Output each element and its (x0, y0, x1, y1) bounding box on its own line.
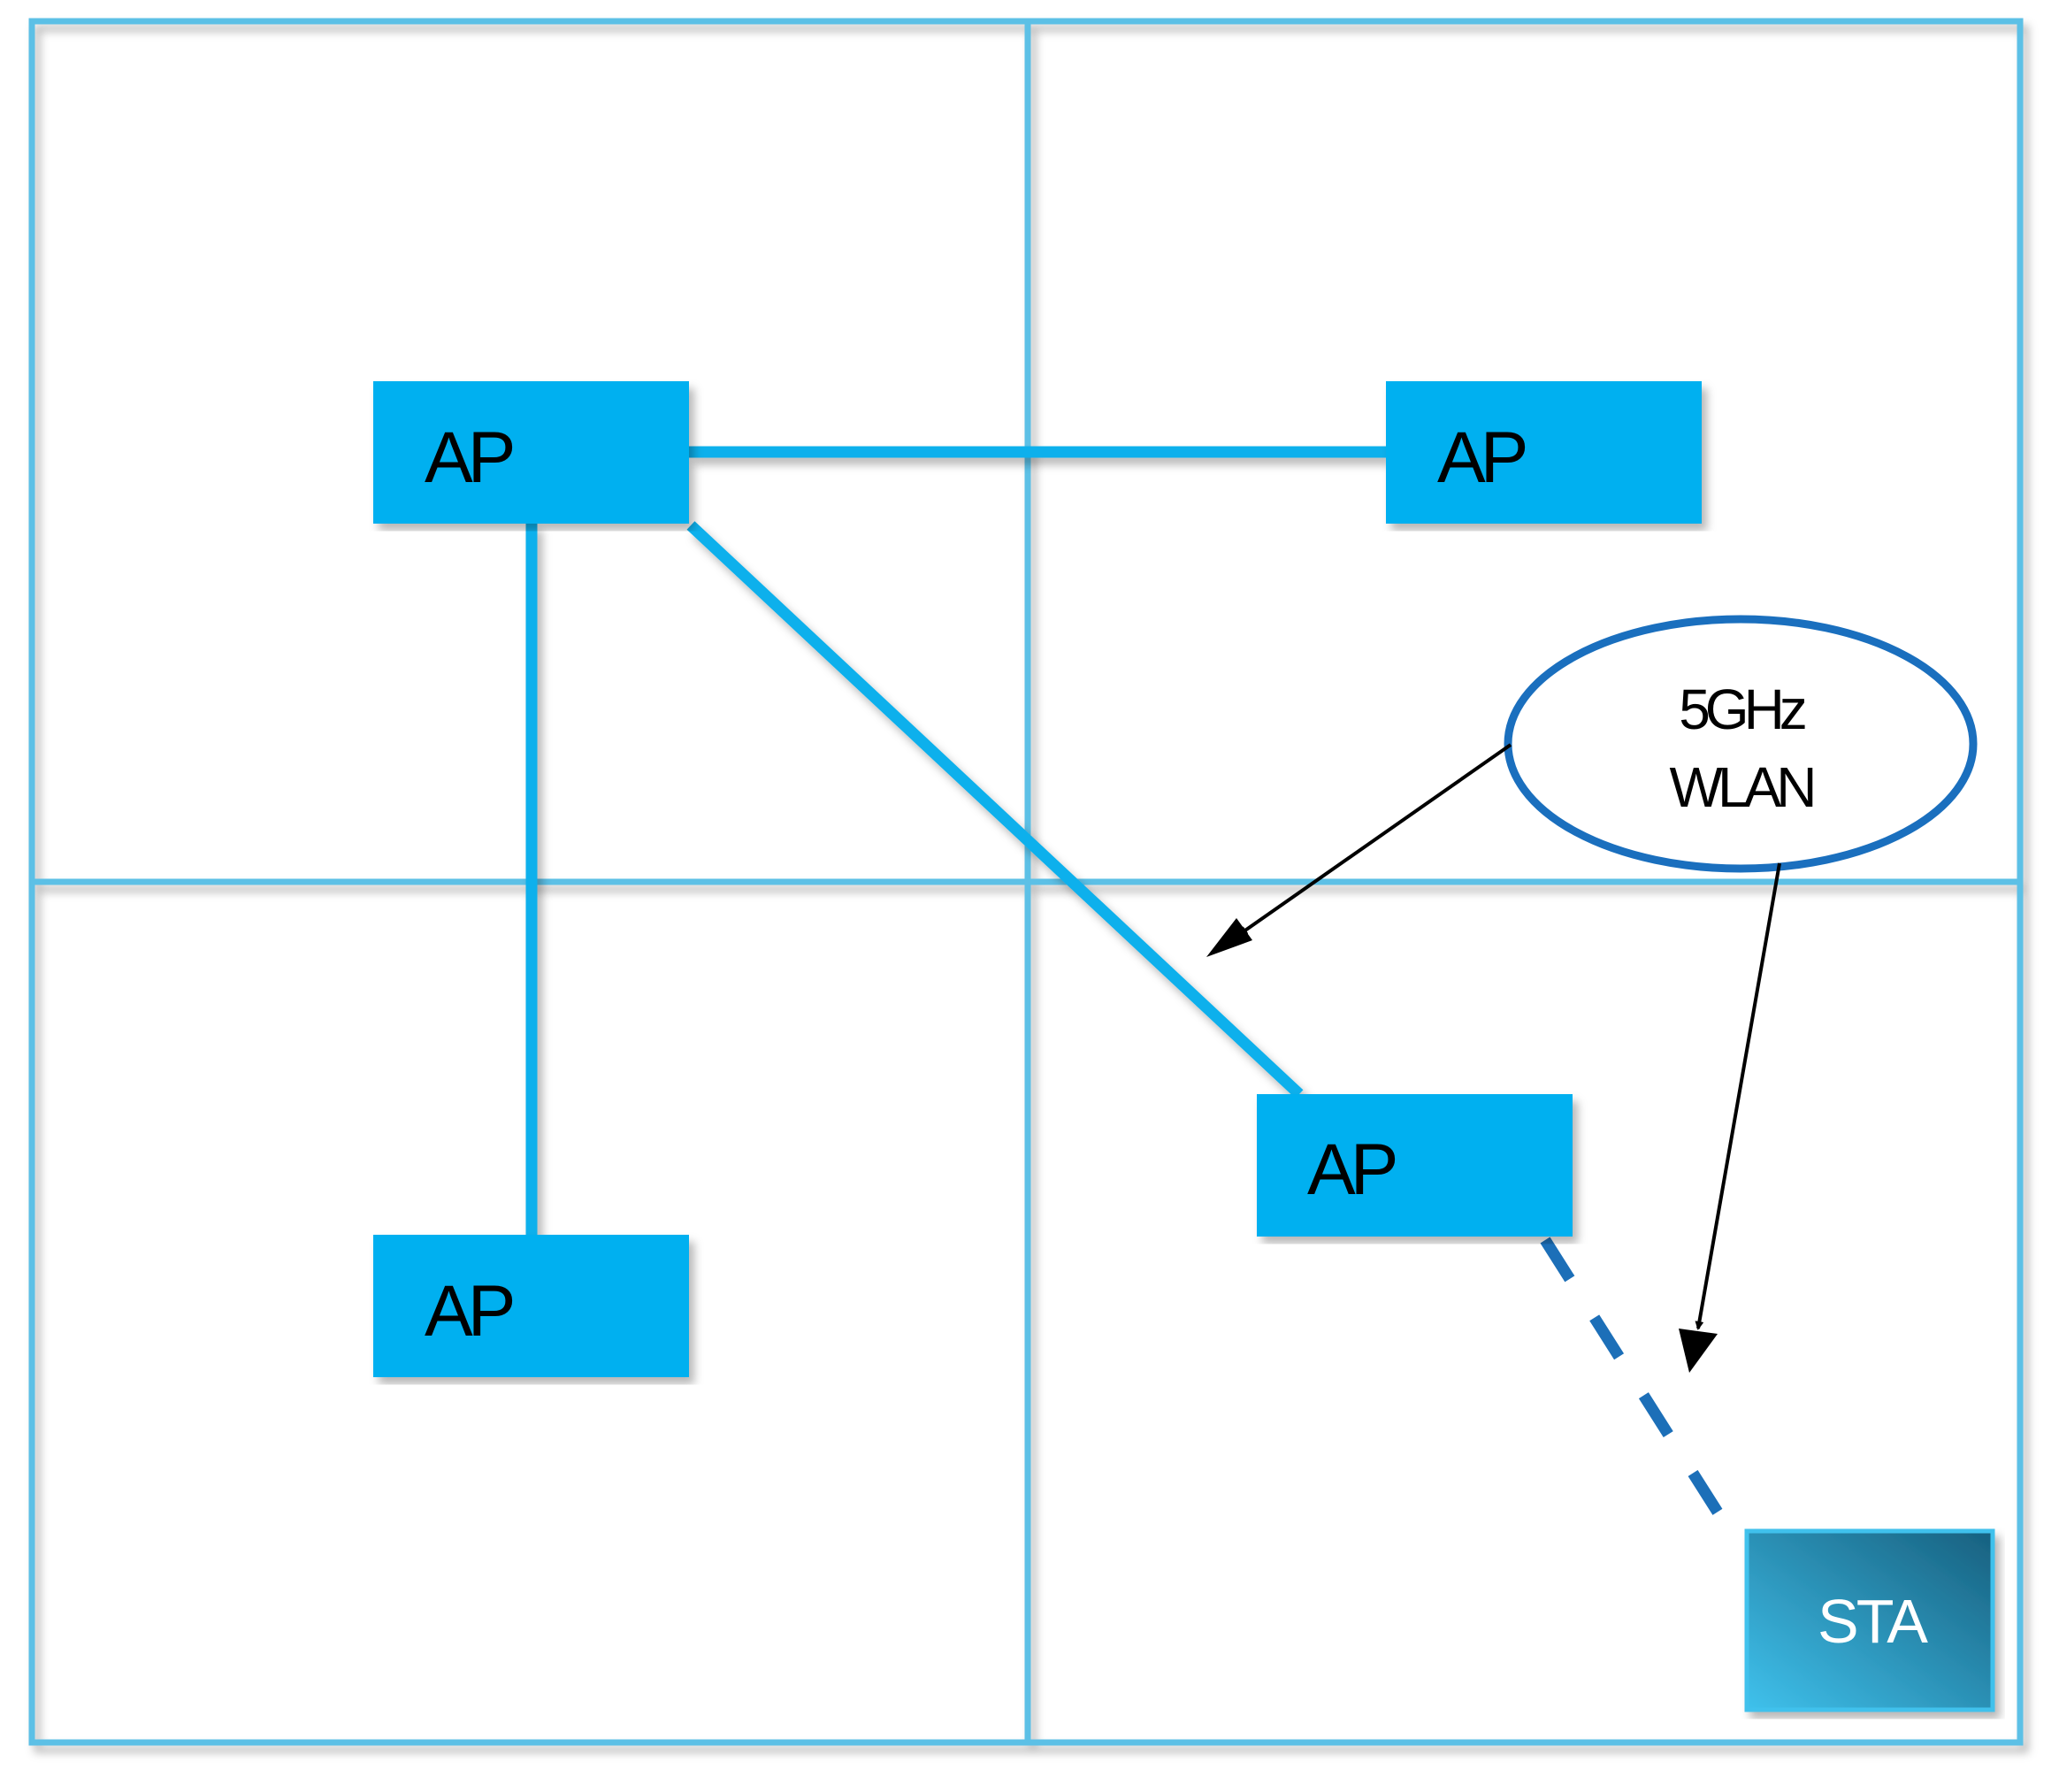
arrow-to-sta-link (1695, 862, 1781, 1330)
ap-box-top-left: AP (373, 381, 689, 524)
ap-links (525, 446, 1386, 1237)
ap-label: AP (425, 417, 513, 498)
arrowhead-left (1206, 918, 1252, 957)
ap-label: AP (425, 1271, 513, 1352)
ap-box-center-right: AP (1257, 1094, 1573, 1237)
arrowhead-right (1679, 1329, 1718, 1373)
wireless-link-ap-to-sta (1540, 1237, 1734, 1534)
sta-box: STA (1744, 1528, 1995, 1712)
ap-box-bottom-left: AP (373, 1235, 689, 1377)
floor-grid (28, 18, 2024, 1746)
wlan-arrows (1238, 743, 1781, 1330)
ap-label: AP (1307, 1130, 1396, 1210)
sta-label: STA (1818, 1587, 1928, 1656)
wlan-ellipse-line1: 5GHz (1679, 678, 1805, 741)
arrow-to-backhaul (1238, 743, 1512, 936)
wlan-ellipse (1504, 615, 1978, 873)
wlan-ellipse-line2: WLAN (1670, 755, 1813, 819)
ap-label: AP (1437, 417, 1526, 498)
arrowheads (1206, 918, 1718, 1373)
ap-box-top-right: AP (1386, 381, 1702, 524)
wlan-callout: 5GHz WLAN (1504, 615, 1978, 873)
link-ap-top-left-to-center-right (686, 521, 1304, 1099)
